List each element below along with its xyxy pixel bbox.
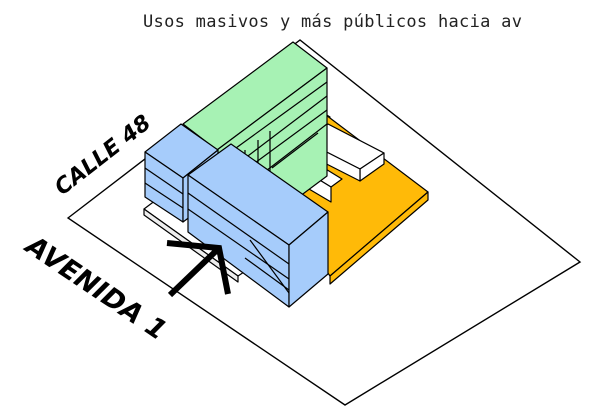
- entry-arrow-icon: [166, 240, 231, 298]
- diagram-caption: Usos masivos y más públicos hacia av: [143, 12, 523, 32]
- blue-block-front: [187, 143, 329, 308]
